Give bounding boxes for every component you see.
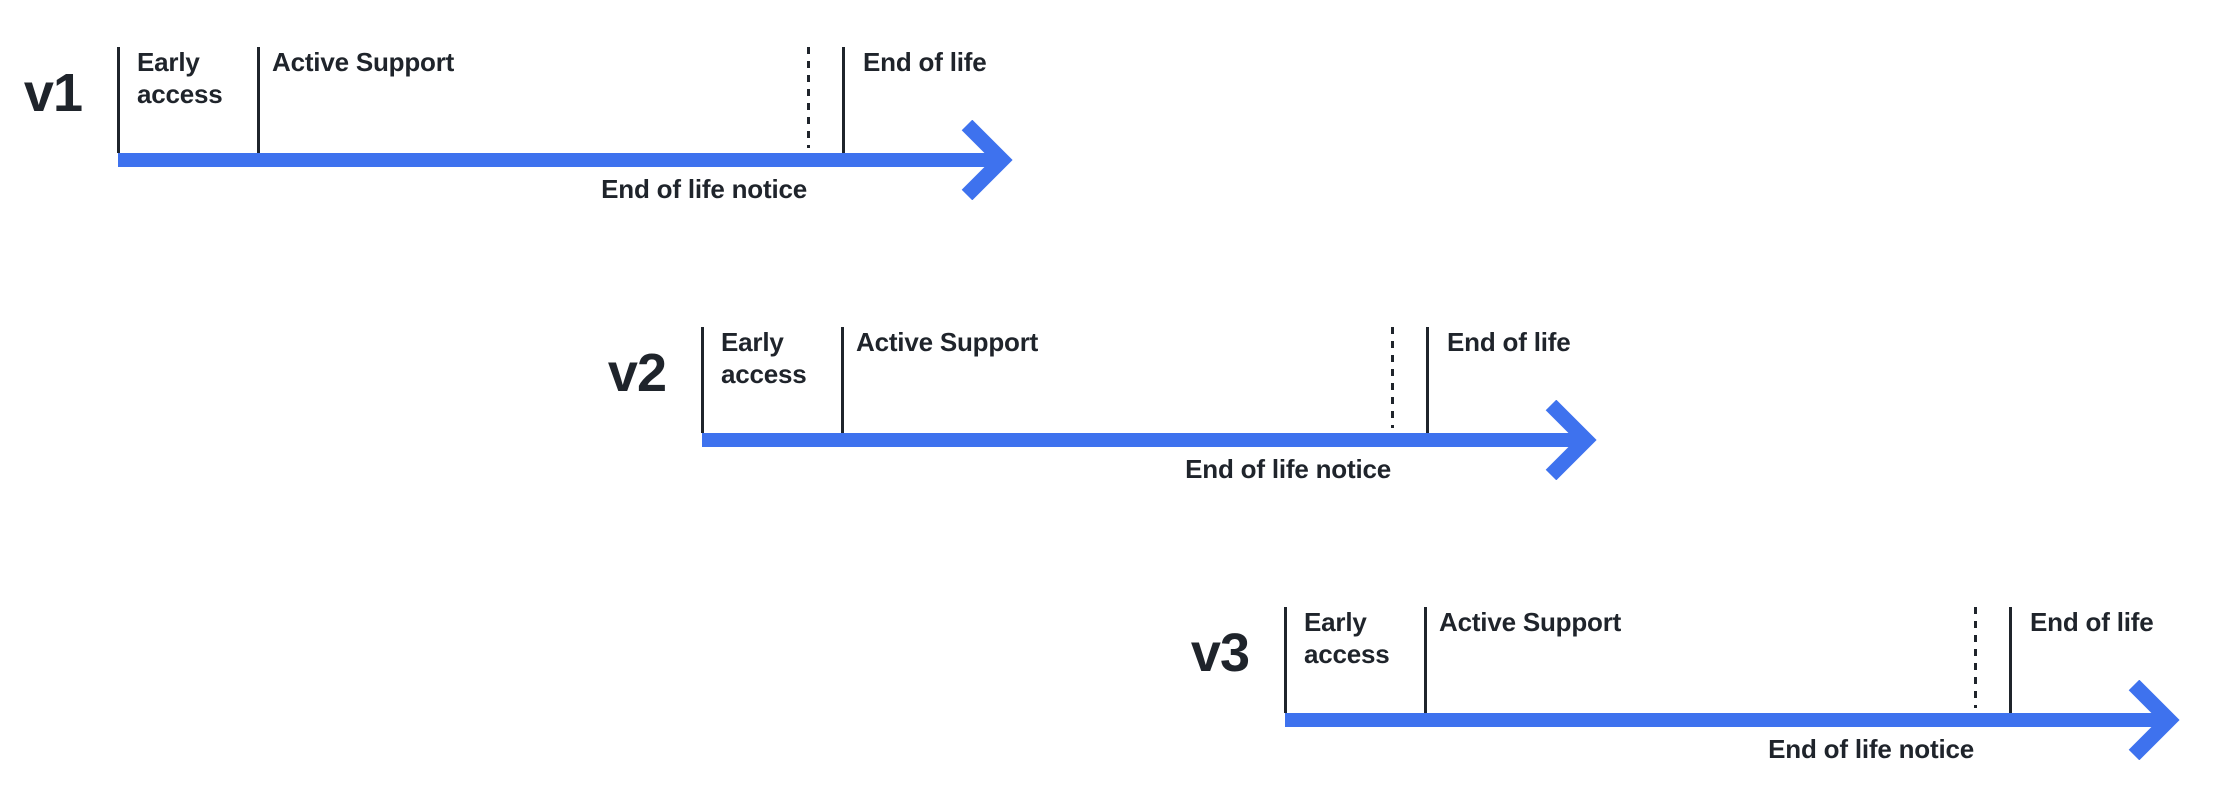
early-access-tick <box>1284 607 1287 713</box>
timeline-arrow <box>1285 680 2180 760</box>
end-of-life-tick <box>1426 327 1429 433</box>
end-of-life-label: End of life <box>863 47 987 77</box>
early-access-label-line2: access <box>1304 639 1390 669</box>
early-access-tick <box>117 47 120 153</box>
early-access-label-line2: access <box>721 359 807 389</box>
timeline-row-v1: v1 Early access Active Support End of li… <box>24 46 1227 217</box>
eol-notice-dashed-line <box>807 47 810 148</box>
active-support-tick <box>1424 607 1427 713</box>
timeline-row-v3: v3 Early access Active Support End of li… <box>1191 606 2228 777</box>
early-access-label: Early access <box>137 46 223 110</box>
end-of-life-label: End of life <box>1447 327 1571 357</box>
end-of-life-notice-label: End of life notice <box>1768 734 1974 764</box>
eol-notice-dashed-line <box>1391 327 1394 428</box>
early-access-tick <box>701 327 704 433</box>
end-of-life-label: End of life <box>2030 607 2154 637</box>
timeline-arrow <box>702 400 1597 480</box>
early-access-label-line2: access <box>137 79 223 109</box>
eol-notice-dashed-line <box>1974 607 1977 708</box>
end-of-life-notice-label: End of life notice <box>1185 454 1391 484</box>
version-label: v2 <box>607 343 667 403</box>
early-access-label-line1: Early <box>137 47 200 77</box>
timeline-arrow <box>118 120 1013 200</box>
version-label: v1 <box>23 63 83 123</box>
early-access-label: Early access <box>721 326 807 390</box>
active-support-label: Active Support <box>1439 607 1622 637</box>
early-access-label-line1: Early <box>1304 607 1367 637</box>
timeline-row-v2: v2 Early access Active Support End of li… <box>608 326 1811 497</box>
end-of-life-notice-label: End of life notice <box>601 174 807 204</box>
end-of-life-tick <box>842 47 845 153</box>
active-support-label: Active Support <box>856 327 1039 357</box>
active-support-tick <box>257 47 260 153</box>
early-access-label: Early access <box>1304 606 1390 670</box>
active-support-tick <box>841 327 844 433</box>
end-of-life-tick <box>2009 607 2012 713</box>
version-label: v3 <box>1190 623 1250 683</box>
early-access-label-line1: Early <box>721 327 784 357</box>
active-support-label: Active Support <box>272 47 455 77</box>
